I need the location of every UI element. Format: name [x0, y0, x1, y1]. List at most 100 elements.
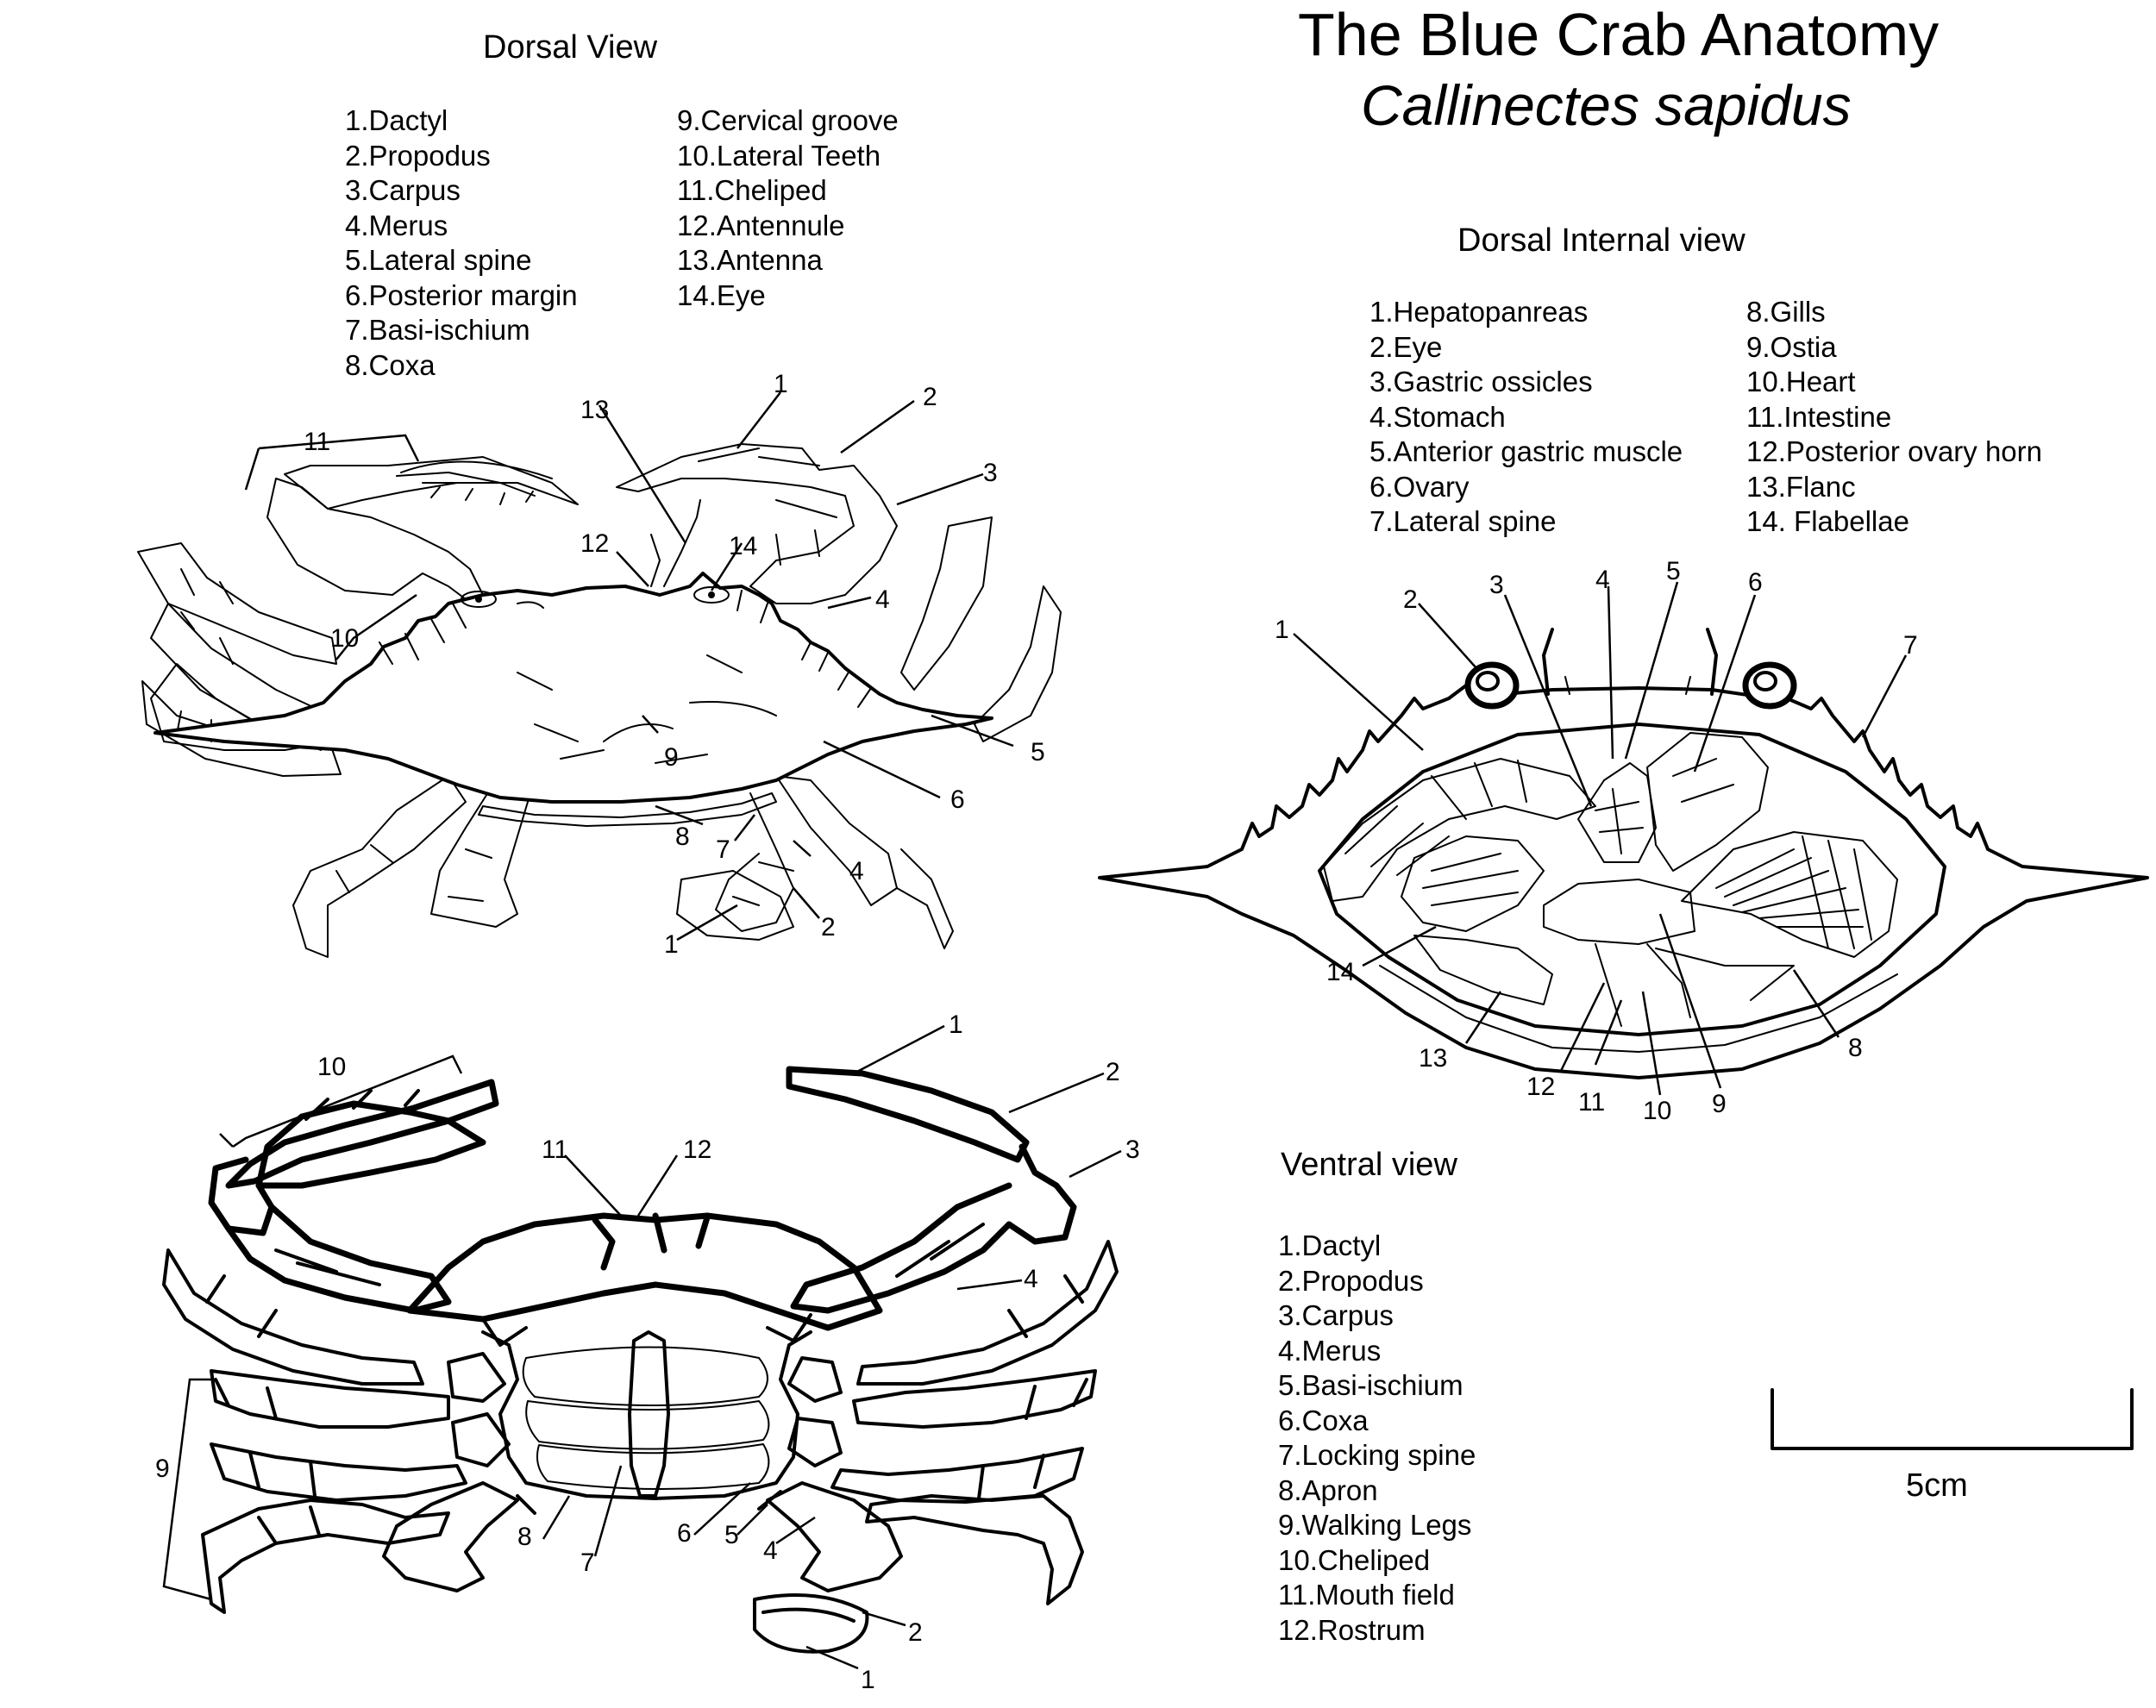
legend-item: 5.Lateral spine — [345, 244, 532, 276]
legend-item: 5.Anterior gastric muscle — [1369, 435, 1683, 467]
callout: 10 — [330, 624, 359, 653]
legend-item: 13.Antenna — [677, 244, 823, 276]
legend-item: 1.Dactyl — [1278, 1229, 1382, 1261]
callout: 1 — [949, 1010, 963, 1039]
dorsal-callouts: 1 2 3 4 5 6 7 8 9 10 11 12 13 14 4 1 2 — [304, 370, 1045, 959]
legend-item: 2.Eye — [1369, 330, 1443, 363]
ventral-view-heading: Ventral view — [1281, 1147, 1457, 1183]
legend-item: 9.Cervical groove — [677, 104, 899, 136]
callout: 5 — [1031, 738, 1045, 766]
callout: 3 — [1489, 571, 1504, 599]
legend-item: 4.Merus — [1278, 1334, 1382, 1367]
callout: 11 — [1578, 1088, 1605, 1117]
callout: 12 — [580, 529, 609, 558]
legend-item: 3.Carpus — [1278, 1299, 1394, 1331]
callout: 11 — [542, 1136, 568, 1164]
legend-item: 4.Stomach — [1369, 400, 1506, 433]
legend-item: 6.Ovary — [1369, 470, 1470, 503]
internal-crab-drawing — [1098, 628, 2149, 1079]
callout: 4 — [763, 1536, 778, 1565]
legend-item: 12.Posterior ovary horn — [1746, 435, 2043, 467]
legend-item: 9.Walking Legs — [1278, 1509, 1472, 1541]
legend-item: 12.Antennule — [677, 209, 845, 241]
legend-item: 6.Posterior margin — [345, 278, 578, 311]
legend-item: 8.Apron — [1278, 1473, 1378, 1506]
callout: 7 — [1903, 631, 1918, 660]
internal-legend-col2: 8.Gills 9.Ostia 10.Heart 11.Intestine 12… — [1746, 295, 2042, 540]
dorsal-crab-drawing — [137, 443, 1062, 958]
callout: 1 — [861, 1666, 875, 1694]
legend-item: 10.Heart — [1746, 366, 1856, 397]
dorsal-legend-col1: 1.Dactyl 2.Propodus 3.Carpus 4.Merus 5.L… — [345, 103, 578, 383]
page-subtitle: Callinectes sapidus — [1361, 73, 1852, 137]
legend-item: 7.Locking spine — [1278, 1439, 1476, 1471]
callout: 4 — [1595, 566, 1610, 594]
callout: 3 — [983, 459, 998, 487]
scale-bar-label: 5cm — [1906, 1467, 1968, 1504]
callout: 9 — [1712, 1090, 1727, 1118]
callout: 1 — [1275, 616, 1289, 644]
callout: 13 — [1419, 1044, 1447, 1073]
legend-item: 10.Lateral Teeth — [677, 139, 881, 172]
legend-item: 4.Merus — [345, 209, 448, 241]
callout: 9 — [664, 743, 679, 772]
callout: 10 — [1643, 1097, 1671, 1125]
legend-item: 14.Eye — [677, 278, 766, 311]
callout: 12 — [1526, 1073, 1555, 1101]
legend-item: 8.Coxa — [345, 348, 436, 381]
callout: 8 — [517, 1523, 532, 1551]
legend-item: 2.Propodus — [345, 139, 491, 172]
ventral-crab-drawing — [162, 1066, 1119, 1654]
legend-item: 12.Rostrum — [1278, 1613, 1426, 1646]
callout: 8 — [1848, 1034, 1863, 1062]
legend-item: 11.Intestine — [1746, 400, 1892, 433]
legend-item: 1.Dactyl — [345, 104, 448, 136]
ventral-leader-lines — [162, 1024, 1122, 1670]
legend-item: 7.Basi-ischium — [345, 314, 530, 346]
callout: 10 — [317, 1053, 346, 1081]
legend-item: 9.Ostia — [1746, 330, 1837, 363]
legend-item: 11.Cheliped — [677, 174, 827, 206]
legend-item: 10.Cheliped — [1278, 1543, 1431, 1576]
callout: 6 — [950, 785, 965, 814]
callout: 5 — [1666, 557, 1681, 585]
callout: 2 — [1106, 1058, 1120, 1086]
internal-view-heading: Dorsal Internal view — [1457, 222, 1745, 259]
legend-item: 5.Basi-ischium — [1278, 1369, 1463, 1401]
callout: 13 — [580, 396, 609, 424]
callout: 11 — [304, 428, 330, 456]
callout: 1 — [664, 930, 679, 959]
callout: 7 — [716, 835, 730, 864]
callout: 2 — [821, 913, 836, 942]
callout: 14 — [1326, 958, 1355, 986]
ventral-legend: 1.Dactyl 2.Propodus 3.Carpus 4.Merus 5.B… — [1278, 1229, 1476, 1648]
callout: 2 — [908, 1618, 923, 1647]
legend-item: 11.Mouth field — [1278, 1579, 1455, 1611]
legend-item: 14. Flabellae — [1746, 505, 1909, 537]
legend-item: 3.Gastric ossicles — [1369, 366, 1593, 397]
callout: 3 — [1125, 1136, 1140, 1164]
dorsal-leader-lines — [244, 391, 1014, 942]
legend-item: 7.Lateral spine — [1369, 505, 1557, 537]
dorsal-view-heading: Dorsal View — [483, 29, 658, 66]
callout: 4 — [1024, 1265, 1038, 1293]
page-title: The Blue Crab Anatomy — [1298, 1, 1940, 68]
callout: 14 — [729, 532, 757, 560]
callout: 9 — [155, 1455, 170, 1483]
legend-item: 13.Flanc — [1746, 470, 1856, 503]
callout: 2 — [1403, 585, 1418, 614]
dorsal-legend-col2: 9.Cervical groove 10.Lateral Teeth 11.Ch… — [677, 103, 899, 313]
callout: 7 — [580, 1548, 595, 1577]
internal-callouts: 1 2 3 4 5 6 7 8 9 10 11 12 13 14 — [1275, 557, 1918, 1125]
scale-bar — [1771, 1388, 2134, 1450]
callout: 5 — [724, 1521, 739, 1549]
callout: 12 — [683, 1136, 711, 1164]
ventral-callouts: 1 2 3 4 10 11 12 9 8 7 6 5 4 2 1 — [155, 1010, 1140, 1694]
legend-item: 8.Gills — [1746, 296, 1826, 328]
callout: 2 — [923, 383, 937, 411]
internal-legend-col1: 1.Hepatopanreas 2.Eye 3.Gastric ossicles… — [1369, 295, 1683, 540]
callout: 1 — [774, 370, 788, 398]
callout: 6 — [1748, 568, 1763, 597]
callout: 8 — [675, 823, 690, 851]
